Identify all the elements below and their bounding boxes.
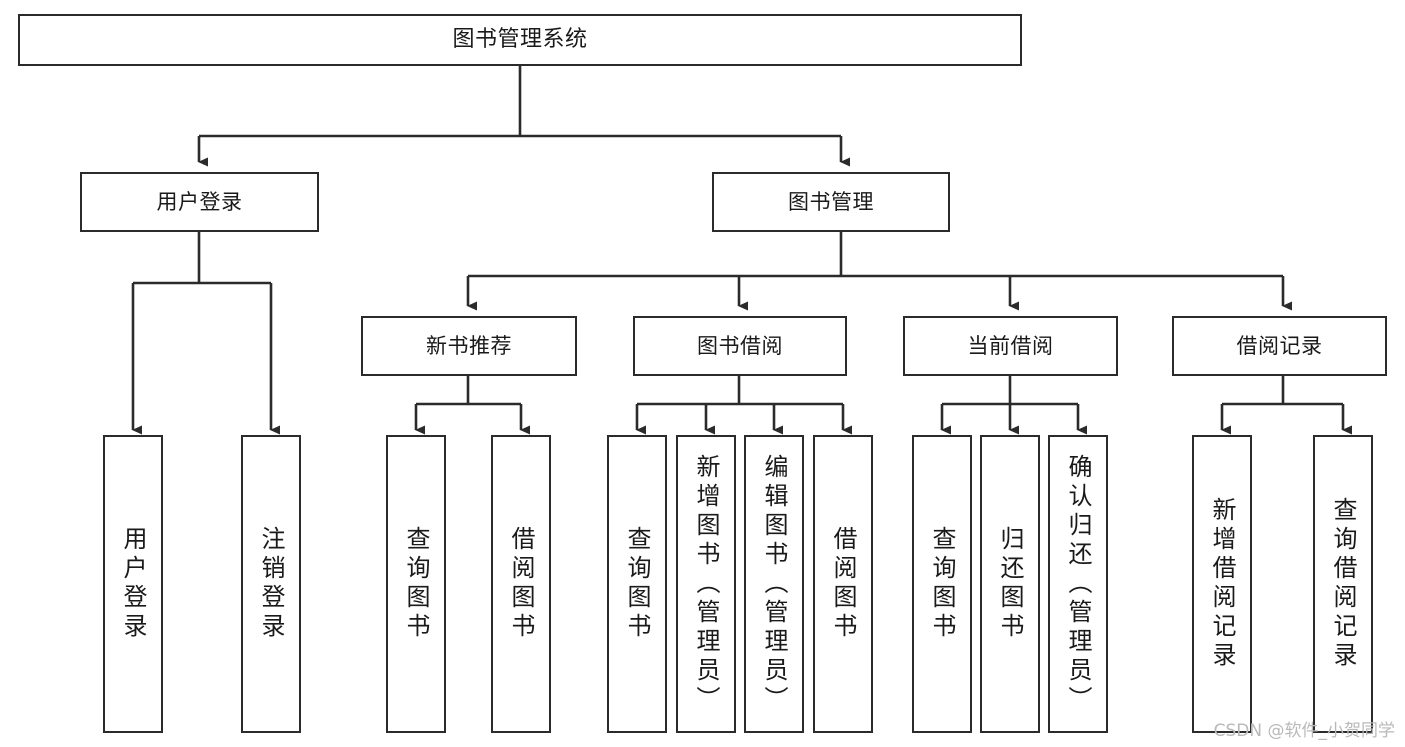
leaf-current-borrow-query-books[interactable]: 查询图书 bbox=[912, 435, 972, 733]
leaf-current-borrow-return-books[interactable]: 归还图书 bbox=[980, 435, 1040, 733]
node-label: 查询借阅记录 bbox=[1329, 497, 1357, 671]
node-label: 借阅图书 bbox=[507, 526, 535, 642]
node-borrow-records[interactable]: 借阅记录 bbox=[1172, 316, 1387, 376]
node-label: 新书推荐 bbox=[426, 333, 512, 358]
node-label: 用户登录 bbox=[156, 189, 243, 214]
node-label: 用户登录 bbox=[119, 526, 147, 642]
node-label: 当前借阅 bbox=[967, 333, 1054, 358]
node-label: 借阅图书 bbox=[829, 526, 857, 642]
node-label: 注销登录 bbox=[257, 526, 285, 642]
node-label: 查询图书 bbox=[623, 526, 651, 642]
node-label: 查询图书 bbox=[402, 526, 430, 642]
node-label: 图书管理系统 bbox=[452, 27, 588, 53]
leaf-current-borrow-confirm-return-admin[interactable]: 确认归还（管理员） bbox=[1048, 435, 1108, 733]
leaf-book-borrow-add-book-admin[interactable]: 新增图书（管理员） bbox=[676, 435, 736, 733]
node-current-borrowing[interactable]: 当前借阅 bbox=[903, 316, 1118, 376]
node-root-book-management-system[interactable]: 图书管理系统 bbox=[18, 14, 1022, 66]
leaf-book-borrow-borrow-books[interactable]: 借阅图书 bbox=[813, 435, 873, 733]
node-label: 查询图书 bbox=[928, 526, 956, 642]
node-label: 新增图书（管理员） bbox=[692, 453, 720, 715]
leaf-new-book-query-books[interactable]: 查询图书 bbox=[386, 435, 446, 733]
leaf-user-login-signin[interactable]: 用户登录 bbox=[103, 435, 163, 733]
node-label: 确认归还（管理员） bbox=[1064, 453, 1092, 715]
node-user-login[interactable]: 用户登录 bbox=[80, 172, 319, 232]
node-label: 图书管理 bbox=[788, 189, 874, 214]
leaf-book-borrow-query-books[interactable]: 查询图书 bbox=[607, 435, 667, 733]
leaf-user-login-signout[interactable]: 注销登录 bbox=[241, 435, 301, 733]
watermark-text: CSDN @软件_小贺同学 bbox=[1213, 721, 1395, 741]
leaf-borrow-record-query-record[interactable]: 查询借阅记录 bbox=[1313, 435, 1373, 733]
node-label: 编辑图书（管理员） bbox=[760, 453, 788, 715]
node-label: 归还图书 bbox=[996, 526, 1024, 642]
node-book-management[interactable]: 图书管理 bbox=[712, 172, 950, 232]
node-label: 图书借阅 bbox=[697, 333, 783, 358]
node-label: 新增借阅记录 bbox=[1208, 497, 1236, 671]
node-new-book-recommendation[interactable]: 新书推荐 bbox=[361, 316, 577, 376]
leaf-borrow-record-add-record[interactable]: 新增借阅记录 bbox=[1192, 435, 1252, 733]
leaf-book-borrow-edit-book-admin[interactable]: 编辑图书（管理员） bbox=[744, 435, 804, 733]
node-book-borrowing[interactable]: 图书借阅 bbox=[633, 316, 847, 376]
leaf-new-book-borrow-books[interactable]: 借阅图书 bbox=[491, 435, 551, 733]
node-label: 借阅记录 bbox=[1236, 333, 1323, 358]
